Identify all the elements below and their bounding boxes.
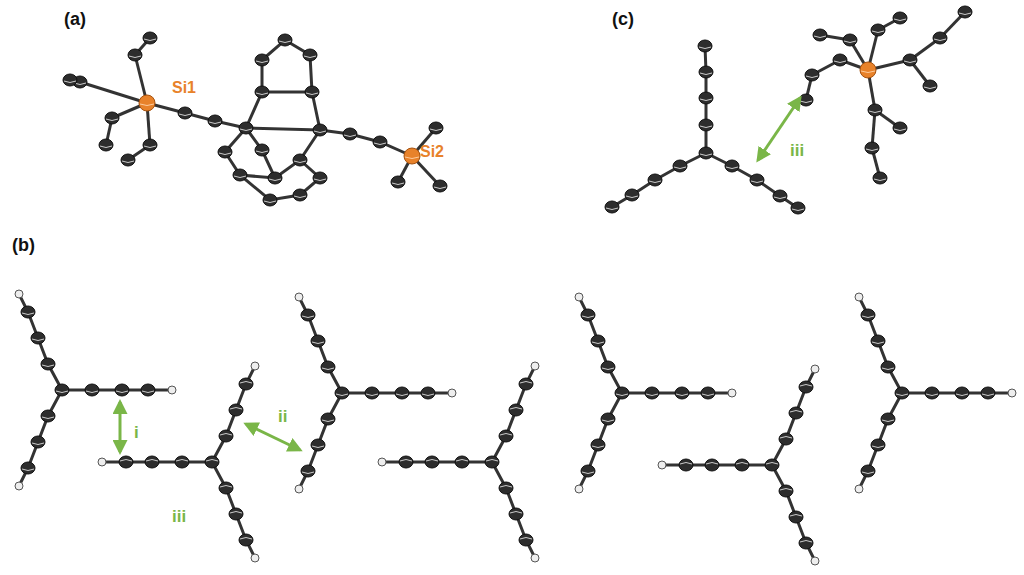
contact-label: iii — [790, 142, 804, 159]
panel-label: (a) — [64, 10, 86, 28]
contact-arrow — [120, 98, 800, 452]
contact-label: i — [134, 424, 139, 441]
atom-label: Si1 — [172, 80, 196, 96]
contact-label: ii — [278, 408, 287, 425]
atom-label: Si2 — [420, 144, 444, 160]
molecule-a — [63, 32, 447, 206]
packing-b — [15, 290, 1016, 565]
panel-label: (c) — [612, 10, 634, 28]
molecule-c — [605, 6, 972, 214]
contact-label: iii — [172, 508, 186, 525]
panel-label: (b) — [12, 236, 35, 254]
